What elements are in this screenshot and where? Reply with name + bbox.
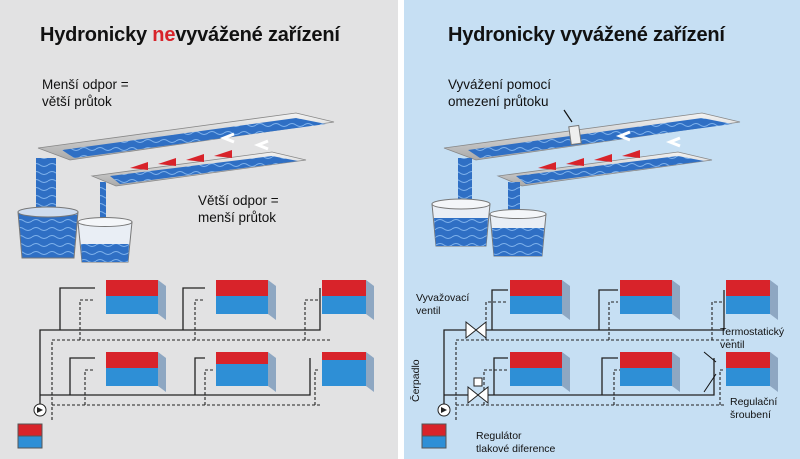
balanced-panel: Hydronicky vyvážené zařízení Vyvážení po… [404, 0, 800, 459]
balanced-illustration [421, 109, 778, 449]
flow-restriction-plate [568, 124, 582, 146]
large-stream [36, 158, 56, 214]
lower-gutter [90, 151, 307, 187]
label-big-resistance: Větší odpor = menší průtok [198, 193, 279, 225]
pipe-network [39, 287, 330, 420]
title-highlight: ne [152, 24, 176, 46]
flow-arrows [615, 130, 681, 148]
bucket-large [17, 206, 79, 259]
label-pump: Čerpadlo [410, 359, 422, 402]
upper-gutter [37, 112, 335, 161]
unbalanced-title: Hydronicky nevyvážené zařízení [40, 24, 340, 46]
unbalanced-panel: Hydronicky nevyvážené zařízení Menší odp… [0, 0, 398, 459]
boiler [17, 423, 43, 449]
bucket-small [77, 217, 133, 263]
label-balancing-valve: Vyvažovací ventil [416, 292, 470, 317]
balancing-leader [563, 109, 573, 123]
label-balancing: Vyvážení pomocí omezení průtoku [448, 77, 552, 109]
bucket-2 [489, 209, 547, 257]
label-dp-regulator: Regulátor tlakové diference [476, 430, 556, 455]
label-thermostatic-valve: Termostatický ventil [720, 326, 785, 351]
balancing-valve [465, 320, 487, 340]
thermostatic-leader [703, 351, 717, 363]
bucket-1 [431, 198, 491, 247]
radiators [106, 280, 374, 392]
balanced-title: Hydronicky vyvážené zařízení [448, 24, 725, 46]
upper-gutter [443, 112, 741, 161]
boiler [421, 423, 447, 449]
resistance-wedges [130, 150, 232, 170]
control-screw-leader [703, 373, 717, 393]
dp-regulator [467, 377, 489, 405]
panel-divider [398, 0, 404, 459]
pump [437, 403, 451, 417]
radiators [510, 280, 778, 392]
pipe-network [443, 289, 734, 420]
resistance-wedges [538, 150, 640, 170]
unbalanced-illustration [17, 112, 374, 449]
small-stream [100, 182, 106, 224]
label-small-resistance: Menší odpor = větší průtok [42, 77, 129, 109]
stream-1 [458, 158, 472, 204]
flow-arrows [219, 132, 269, 151]
pump [33, 403, 47, 417]
label-control-screw: Regulační šroubení [730, 396, 778, 421]
